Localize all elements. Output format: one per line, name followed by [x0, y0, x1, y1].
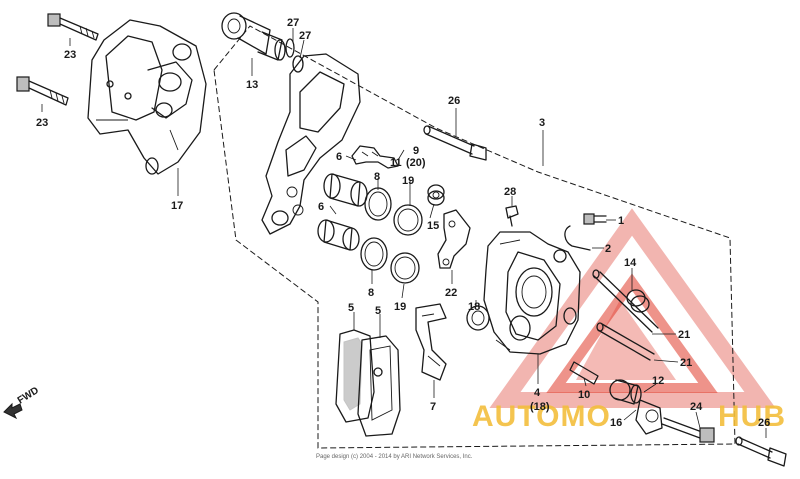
label-26-upper: 26: [448, 95, 460, 107]
label-11: 11: [390, 157, 402, 169]
circlip-27: [285, 38, 304, 73]
label-15: 15: [427, 220, 439, 232]
piston-seal-8-upper: [364, 187, 392, 221]
leader-lines: [41, 28, 767, 438]
bolt-23-upper: [47, 13, 99, 41]
label-8-lower: 8: [368, 287, 374, 299]
watermark-triangle-logo: [489, 208, 776, 408]
bolt-26-upper: [423, 125, 487, 161]
piston-seal-8-lower: [360, 237, 388, 271]
caliper-mounting-bracket: [261, 53, 361, 235]
label-23-upper: 23: [64, 49, 76, 61]
bolt-26-lower: [735, 436, 787, 467]
label-14: 14: [624, 257, 637, 269]
pin-21-upper: [592, 269, 659, 333]
label-6-upper: 6: [336, 151, 342, 163]
bleeder-28: [505, 205, 519, 227]
label-4: 4: [534, 387, 541, 399]
label-27-upper: 27: [287, 17, 299, 29]
label-12: 12: [652, 375, 664, 387]
label-21-upper: 21: [678, 329, 690, 341]
label-19-lower: 19: [394, 301, 406, 313]
label-5-left: 5: [348, 302, 354, 314]
bolt-24: [661, 417, 715, 443]
screw-1: [583, 213, 607, 225]
part-number-labels: 23 23 17 13 27 27 26 3 9 (20) 6 11 8 19 …: [36, 17, 770, 429]
copyright-notice: Page design (c) 2004 - 2014 by ARI Netwo…: [316, 454, 473, 460]
clip-11: [351, 145, 399, 169]
bushing-12: [609, 379, 642, 405]
pin-2: [564, 225, 591, 251]
label-5-right: 5: [375, 305, 381, 317]
label-9: 9: [413, 145, 419, 157]
watermark-text-left: AUTOMO: [472, 400, 611, 433]
piston-6-lower: [317, 219, 360, 251]
fwd-label: FWD: [16, 385, 41, 406]
label-13: 13: [246, 79, 258, 91]
assembly-outline: [213, 25, 736, 449]
nut-15: [427, 184, 445, 206]
label-27-lower: 27: [299, 30, 311, 42]
brake-pad-5-rear: [335, 329, 375, 423]
label-28: 28: [504, 186, 516, 198]
dust-seal-19-upper: [393, 204, 423, 236]
pin-10: [569, 361, 599, 385]
boot-16: [635, 399, 663, 435]
watermark-text-right: HUB: [718, 400, 786, 433]
label-21-lower: 21: [680, 357, 692, 369]
bolt-23-lower: [16, 76, 69, 106]
label-7: 7: [430, 401, 436, 413]
label-17: 17: [171, 200, 183, 212]
seal-18: [466, 305, 490, 331]
label-22: 22: [445, 287, 457, 299]
label-8-upper: 8: [374, 171, 380, 183]
forward-direction-indicator: FWD: [3, 385, 41, 420]
pin-21-lower: [596, 322, 655, 361]
label-18: 18: [468, 301, 480, 313]
label-26-lower: 26: [758, 417, 770, 429]
pad-spring-7: [415, 303, 447, 381]
slide-pin-13: [221, 12, 286, 61]
label-10: 10: [578, 389, 590, 401]
label-6-lower: 6: [318, 201, 324, 213]
watermark-text: AUTOMO HUB: [472, 400, 786, 433]
caliper-body-4: [483, 231, 581, 355]
brake-pad-5-front: [357, 335, 401, 437]
dust-seal-19-lower: [390, 252, 420, 284]
label-23-lower: 23: [36, 117, 48, 129]
plate-22: [437, 209, 471, 269]
label-2: 2: [605, 243, 611, 255]
label-3: 3: [539, 117, 545, 129]
label-1: 1: [618, 215, 624, 227]
caliper-bracket-17: [87, 19, 207, 175]
label-19-upper: 19: [402, 175, 414, 187]
label-18-paren: (18): [530, 401, 550, 413]
piston-6-upper: [323, 173, 368, 207]
label-16: 16: [610, 417, 622, 429]
label-24: 24: [690, 401, 703, 413]
label-20: (20): [406, 157, 426, 169]
